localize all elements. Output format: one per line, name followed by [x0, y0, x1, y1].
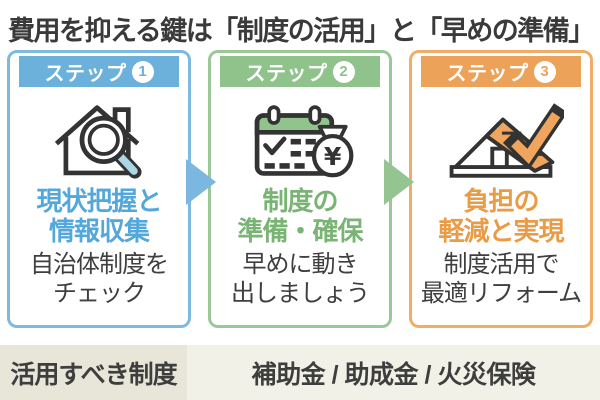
step-3-icon-area — [412, 91, 590, 187]
step-1-icon-area — [10, 91, 188, 187]
step-3-header: ステップ 3 — [421, 56, 581, 87]
step-2-card: ステップ 2 — [208, 50, 392, 328]
steps-row: ステップ 1 現状把握と 情報収集 — [7, 50, 593, 328]
step-2-label: ステップ — [245, 63, 328, 85]
step-3-body: 制度活用で 最適リフォーム — [420, 251, 582, 308]
step-1-heading: 現状把握と 情報収集 — [36, 186, 162, 246]
step-3-number-badge: 3 — [533, 60, 556, 83]
footer-label: 活用すべき制度 — [0, 345, 187, 400]
footer-value: 補助金 / 助成金 / 火災保険 — [187, 345, 600, 400]
step-1-label: ステップ — [44, 63, 127, 85]
svg-text:¥: ¥ — [324, 142, 342, 171]
calendar-moneybag-icon: ¥ — [244, 94, 356, 185]
step-2-heading: 制度の 準備・確保 — [237, 186, 363, 246]
step-3-label: ステップ — [446, 63, 529, 85]
house-check-icon — [438, 92, 568, 187]
arrow-step1-to-step2-icon — [186, 159, 216, 205]
step-3-card: ステップ 3 — [409, 50, 593, 328]
step-1-card: ステップ 1 現状把握と 情報収集 — [7, 50, 191, 328]
step-1-header: ステップ 1 — [19, 56, 179, 87]
arrow-step2-to-step3-icon — [384, 159, 414, 205]
step-2-number-badge: 2 — [332, 60, 355, 83]
step-1-number-badge: 1 — [131, 60, 154, 83]
house-magnifier-icon — [47, 94, 151, 185]
step-3-heading: 負担の 軽減と実現 — [438, 186, 564, 246]
step-1-body: 自治体制度を チェック — [30, 251, 169, 308]
step-2-header: ステップ 2 — [220, 56, 380, 87]
footer-bar: 活用すべき制度 補助金 / 助成金 / 火災保険 — [0, 345, 600, 400]
page-title: 費用を抑える鍵は「制度の活用」と「早めの準備」 — [8, 16, 595, 46]
step-2-body: 早めに動き 出しましょう — [231, 251, 370, 308]
step-2-icon-area: ¥ — [211, 91, 389, 187]
